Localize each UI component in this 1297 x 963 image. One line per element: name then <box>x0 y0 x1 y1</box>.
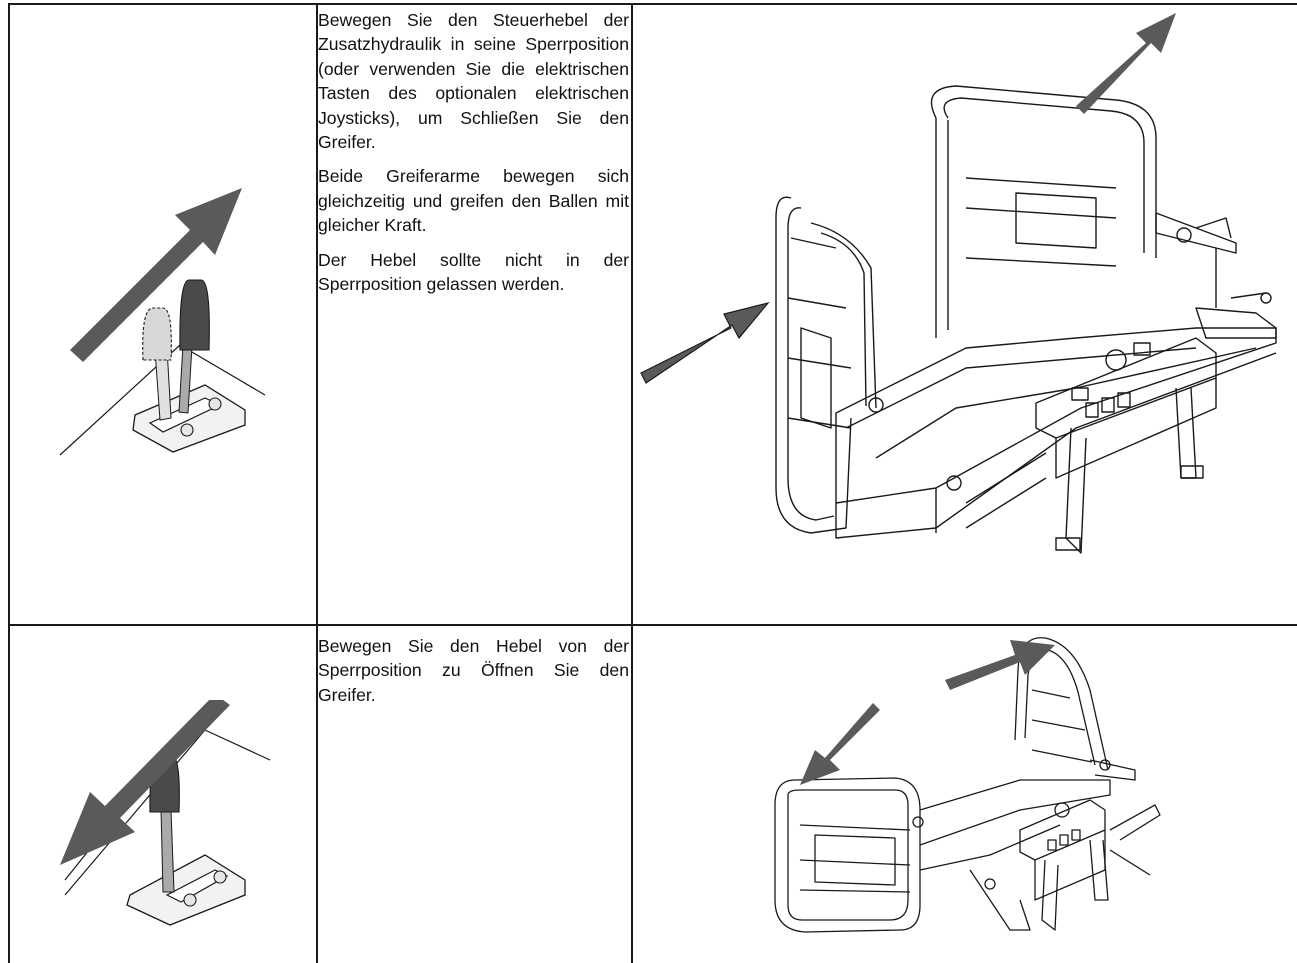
column-divider-2 <box>631 3 633 963</box>
bale-grab-closing-icon <box>636 8 1291 620</box>
table-border-left <box>8 3 10 963</box>
lever-pull-icon <box>55 700 285 960</box>
row-divider <box>8 624 1297 626</box>
lever-push-icon <box>55 180 285 460</box>
row1-paragraph-1: Bewegen Sie den Steuerhebel der Zusatzhy… <box>318 10 629 153</box>
row1-paragraph-3: Der Hebel sollte nicht in der Sperrposit… <box>318 249 629 295</box>
row1-instructions: Bewegen Sie den Steuerhebel der Zusatzhy… <box>318 8 629 306</box>
row1-paragraph-2: Beide Greiferarme bewegen sich gleichzei… <box>318 166 629 236</box>
row2-paragraph-1: Bewegen Sie den Hebel von der Sperrposit… <box>318 636 629 705</box>
column-divider-1 <box>316 3 318 963</box>
row2-instructions: Bewegen Sie den Hebel von der Sperrposit… <box>318 634 629 717</box>
bale-grab-opening-icon <box>770 630 1170 942</box>
table-border-top <box>8 3 1297 5</box>
